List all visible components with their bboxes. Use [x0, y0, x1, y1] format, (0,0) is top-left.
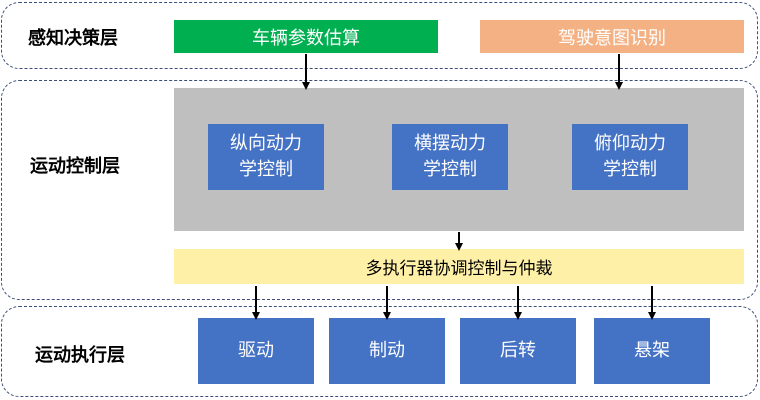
longitudinal-line1: 纵向动力 — [230, 133, 302, 154]
actuator-rear-steer-box: 后转 — [460, 318, 576, 384]
pitch-line2: 学控制 — [603, 159, 657, 180]
multi-actuator-coordination-bar: 多执行器协调控制与仲裁 — [174, 249, 744, 284]
yaw-dynamics-control-box: 横摆动力 学控制 — [392, 124, 508, 190]
pitch-dynamics-control-box: 俯仰动力 学控制 — [572, 124, 688, 190]
perception-layer-label: 感知决策层 — [28, 28, 118, 49]
actuator-drive-box: 驱动 — [198, 318, 314, 384]
pitch-line1: 俯仰动力 — [594, 133, 666, 154]
motion-control-layer-label: 运动控制层 — [30, 156, 120, 177]
motion-control-layer-frame — [1, 80, 758, 300]
motion-execution-layer-label: 运动执行层 — [35, 345, 125, 366]
yaw-line1: 横摆动力 — [414, 133, 486, 154]
motion-execution-layer-frame — [1, 306, 758, 397]
perception-layer-frame — [1, 2, 758, 69]
longitudinal-line2: 学控制 — [239, 159, 293, 180]
driving-intent-recognition-box: 驾驶意图识别 — [480, 20, 744, 53]
yaw-line2: 学控制 — [423, 159, 477, 180]
vehicle-param-estimation-box: 车辆参数估算 — [174, 20, 438, 53]
actuator-brake-box: 制动 — [329, 318, 445, 384]
longitudinal-dynamics-control-box: 纵向动力 学控制 — [208, 124, 324, 190]
actuator-suspension-box: 悬架 — [594, 318, 710, 384]
